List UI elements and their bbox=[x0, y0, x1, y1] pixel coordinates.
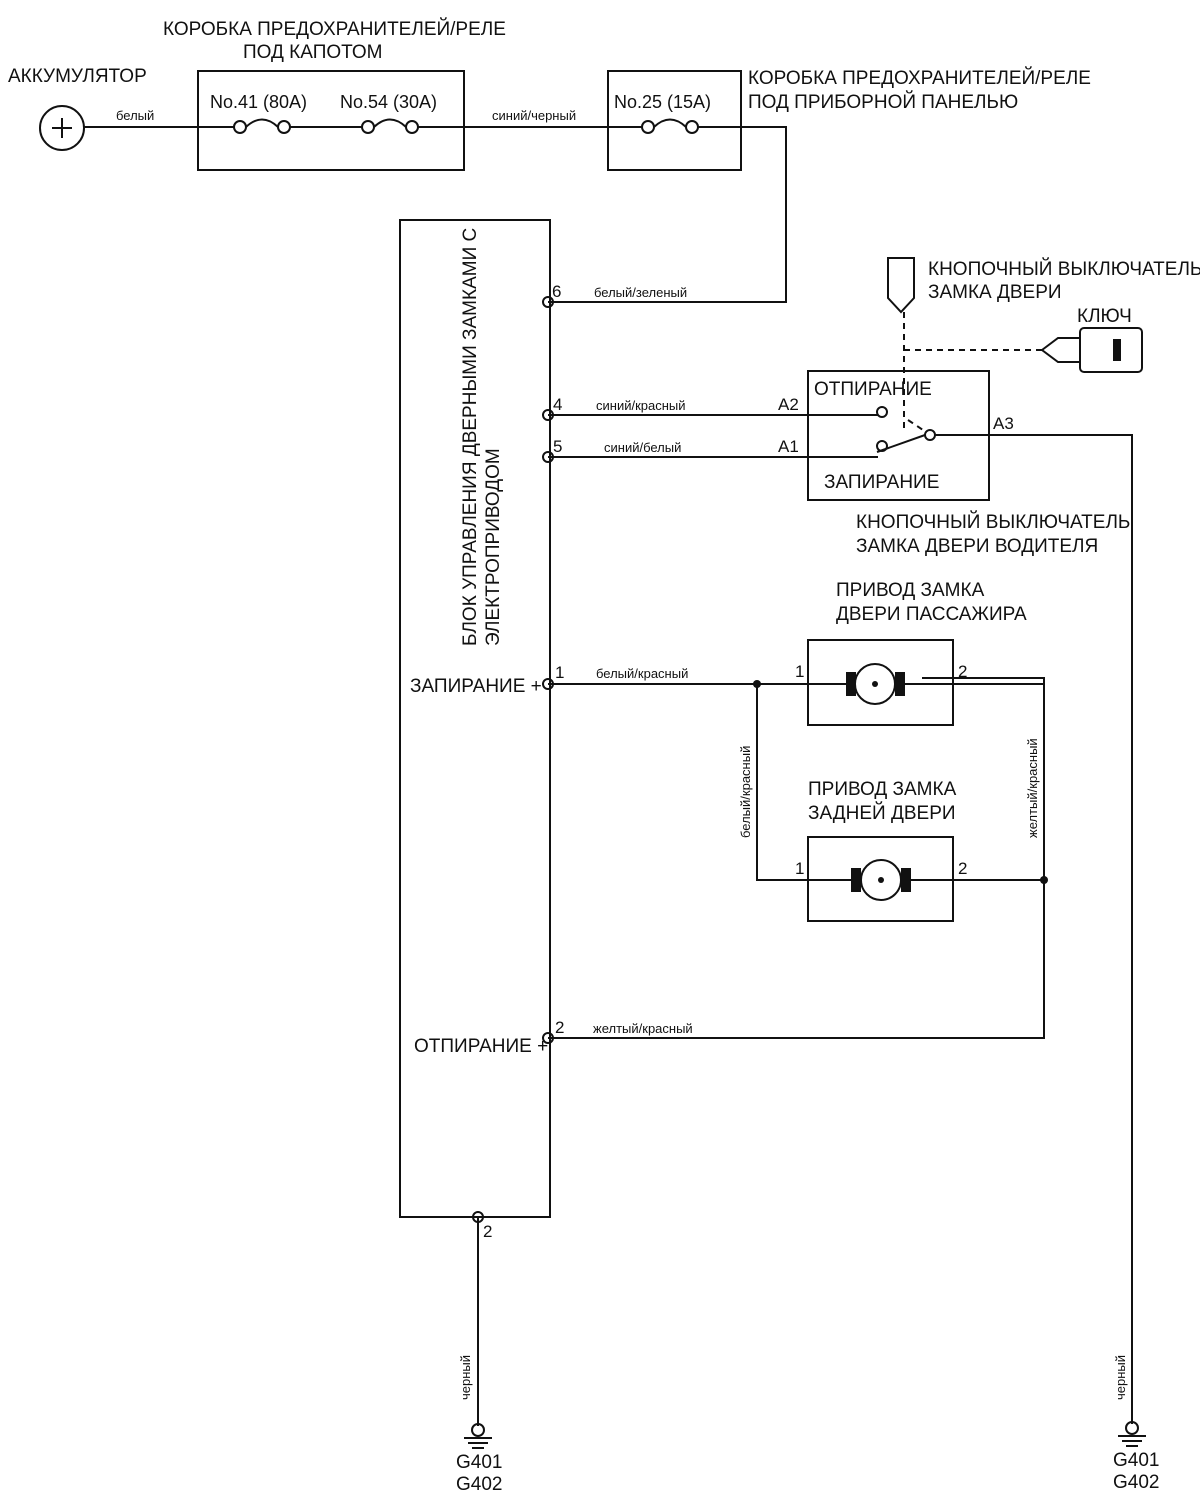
control-unit-title-2: ЭЛЕКТРОПРИВОДОМ bbox=[483, 448, 504, 646]
fuse-25-terminal bbox=[641, 120, 655, 134]
cu-ground-pin bbox=[472, 1211, 484, 1223]
ground-icon bbox=[464, 1423, 492, 1449]
switch-blade bbox=[876, 434, 926, 453]
control-unit-title-1: БЛОК УПРАВЛЕНИЯ ДВЕРНЫМИ ЗАМКАМИ С bbox=[460, 228, 481, 646]
wire-label-pin5: синий/белый bbox=[604, 440, 681, 455]
wire-label-battery: белый bbox=[116, 108, 154, 123]
switch-lock-label: ЗАПИРАНИЕ bbox=[824, 472, 939, 493]
knob-switch-title-2: ЗАМКА ДВЕРИ bbox=[928, 282, 1062, 303]
fuse-41-icon bbox=[245, 118, 279, 128]
underhood-title-2: ПОД КАПОТОМ bbox=[243, 42, 383, 63]
rear-actuator-title-2: ЗАДНЕЙ ДВЕРИ bbox=[808, 802, 956, 824]
cu-ground-pin-label: 2 bbox=[483, 1222, 492, 1241]
pin-a1-label: A1 bbox=[778, 437, 799, 456]
wire-label-vert-right: желтый/красный bbox=[1025, 738, 1040, 838]
rear-pin-2-label: 2 bbox=[958, 859, 967, 878]
wire-label-ground-left: черный bbox=[458, 1355, 473, 1400]
wire-pin2 bbox=[548, 677, 1045, 1039]
wire-label-pin2: желтый/красный bbox=[593, 1021, 693, 1036]
fuse-54-icon bbox=[373, 118, 407, 128]
fuse-54-terminal bbox=[361, 120, 375, 134]
pin-a2-label: A2 bbox=[778, 395, 799, 414]
passenger-actuator-title-1: ПРИВОД ЗАМКА bbox=[836, 580, 985, 601]
ground-icon bbox=[1118, 1421, 1146, 1447]
wire-label-pin4: синий/красный bbox=[596, 398, 686, 413]
lock-plus-label: ЗАПИРАНИЕ + bbox=[410, 676, 542, 697]
wire-label-vert-left: белый/красный bbox=[738, 746, 753, 838]
cu-pin-2-label: 2 bbox=[555, 1018, 564, 1037]
key-label: КЛЮЧ bbox=[1077, 306, 1132, 327]
underhood-fuse-box: КОРОБКА ПРЕДОХРАНИТЕЛЕЙ/РЕЛЕ ПОД КАПОТОМ… bbox=[163, 18, 506, 171]
switch-common-a3 bbox=[924, 429, 936, 441]
junction-dot bbox=[1040, 876, 1048, 884]
knob-switch-title-1: КНОПОЧНЫЙ ВЫКЛЮЧАТЕЛЬ bbox=[928, 258, 1200, 280]
wire-label-fuse-link: синий/черный bbox=[492, 108, 576, 123]
fuse-54-label: No.54 (30A) bbox=[340, 92, 437, 112]
door-lock-control-unit: БЛОК УПРАВЛЕНИЯ ДВЕРНЫМИ ЗАМКАМИ С ЭЛЕКТ… bbox=[399, 219, 551, 1218]
wire-a3-ground bbox=[935, 434, 1133, 1424]
ground-right-label-2: G402 bbox=[1113, 1472, 1159, 1493]
cu-pin-6 bbox=[542, 296, 554, 308]
fuse-41-terminal bbox=[233, 120, 247, 134]
wire-label-pin6: белый/зеленый bbox=[594, 285, 687, 300]
dash-title-1: КОРОБКА ПРЕДОХРАНИТЕЛЕЙ/РЕЛЕ bbox=[748, 67, 1091, 89]
passenger-actuator-title-2: ДВЕРИ ПАССАЖИРА bbox=[836, 604, 1027, 625]
wire-pin6 bbox=[548, 126, 787, 303]
wire-label-ground-right: черный bbox=[1113, 1355, 1128, 1400]
wire-vert-left bbox=[756, 684, 808, 881]
ground-left-label-1: G401 bbox=[456, 1452, 502, 1473]
dash-fuse-box: No.25 (15A) КОРОБКА ПРЕДОХРАНИТЕЛЕЙ/РЕЛЕ… bbox=[607, 67, 1091, 171]
switch-unlock-label: ОТПИРАНИЕ bbox=[814, 379, 932, 400]
door-lock-knob-switch: КНОПОЧНЫЙ ВЫКЛЮЧАТЕЛЬ ЗАМКА ДВЕРИ КЛЮЧ bbox=[887, 257, 1200, 432]
ground-left-label-2: G402 bbox=[456, 1474, 502, 1495]
cu-pin-4 bbox=[542, 409, 554, 421]
fuse-41-label: No.41 (80A) bbox=[210, 92, 307, 112]
battery-label: АККУМУЛЯТОР bbox=[8, 66, 147, 87]
pin-a3-label: A3 bbox=[993, 414, 1014, 433]
fuse-25-icon bbox=[653, 118, 687, 128]
key-icon bbox=[1040, 327, 1143, 373]
passenger-door-actuator: ПРИВОД ЗАМКА ДВЕРИ ПАССАЖИРА 1 2 bbox=[795, 580, 1027, 726]
dash-title-2: ПОД ПРИБОРНОЙ ПАНЕЛЬЮ bbox=[748, 91, 1018, 113]
fuse-25-label: No.25 (15A) bbox=[614, 92, 711, 112]
driver-door-lock-switch: ОТПИРАНИЕ ЗАПИРАНИЕ A2 A1 A3 КНОПОЧНЫЙ В… bbox=[778, 370, 1130, 557]
cu-pin-4-label: 4 bbox=[553, 395, 562, 414]
junction-dot bbox=[753, 680, 761, 688]
wire-label-pin1: белый/красный bbox=[596, 666, 688, 681]
cu-pin-5 bbox=[542, 451, 554, 463]
passenger-pin-2-label: 2 bbox=[958, 662, 967, 681]
knob-icon bbox=[887, 257, 915, 314]
underhood-title-1: КОРОБКА ПРЕДОХРАНИТЕЛЕЙ/РЕЛЕ bbox=[163, 18, 506, 40]
rear-pin-1-label: 1 bbox=[795, 859, 804, 878]
cu-pin-1 bbox=[542, 678, 554, 690]
driver-switch-caption-2: ЗАМКА ДВЕРИ ВОДИТЕЛЯ bbox=[856, 536, 1098, 557]
driver-switch-caption-1: КНОПОЧНЫЙ ВЫКЛЮЧАТЕЛЬ bbox=[856, 511, 1130, 533]
unlock-plus-label: ОТПИРАНИЕ + bbox=[414, 1036, 548, 1057]
cu-pin-5-label: 5 bbox=[553, 437, 562, 456]
cu-pin-1-label: 1 bbox=[555, 663, 564, 682]
passenger-pin-1-label: 1 bbox=[795, 662, 804, 681]
switch-contact-a2 bbox=[876, 406, 888, 418]
ground-right-label-1: G401 bbox=[1113, 1450, 1159, 1471]
rear-actuator-title-1: ПРИВОД ЗАМКА bbox=[808, 779, 957, 800]
cu-pin-6-label: 6 bbox=[552, 282, 561, 301]
cu-pin-2 bbox=[542, 1032, 554, 1044]
rear-door-actuator: ПРИВОД ЗАМКА ЗАДНЕЙ ДВЕРИ 1 2 bbox=[795, 779, 967, 922]
